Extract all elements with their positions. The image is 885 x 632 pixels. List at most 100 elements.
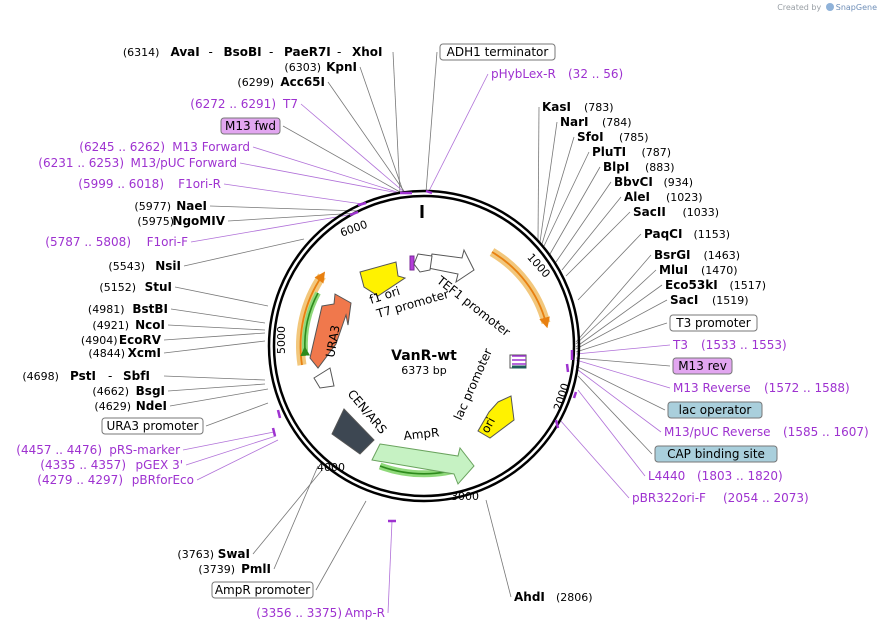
mcs-marks (512, 355, 526, 365)
cut-site-position: (5543) (108, 260, 145, 273)
enzyme-label: XcmI (128, 346, 161, 360)
cen-ars-shape (331, 408, 375, 455)
enzyme-label: XhoI (352, 45, 383, 59)
cut-site-position: (1519) (712, 294, 749, 307)
cut-site-position: (4904) (81, 334, 118, 347)
enzyme-label: PstI (70, 369, 96, 383)
feature-box-label: URA3 promoter (107, 419, 199, 433)
snapgene-logo-icon (825, 3, 834, 11)
cut-site-position: (3763) (177, 548, 214, 561)
enzyme-label: Eco53kI (665, 278, 718, 292)
ampr-shape (371, 443, 475, 485)
enzyme-label: NaeI (176, 199, 207, 213)
cut-site-position: (1153) (694, 228, 731, 241)
site-labels: (6314)AvaI-BsoBI-PaeR7I-XhoIKpnI(6303)Ac… (16, 43, 869, 620)
cut-site-position: (4662) (92, 385, 129, 398)
enzyme-label: NsiI (155, 259, 181, 273)
separator: - (209, 45, 213, 59)
cut-site-position: (5152) (99, 281, 136, 294)
feature-box (211, 581, 314, 599)
separator: - (269, 45, 273, 59)
backbone-inner (272, 194, 576, 498)
enzyme-label: BbvCI (614, 175, 653, 189)
feature-box (220, 117, 281, 135)
enzyme-label: PmlI (241, 562, 271, 576)
cut-site-position: (4844) (88, 347, 125, 360)
primer-position: (4279 .. 4297) (37, 473, 123, 487)
cut-site-position: (784) (602, 116, 632, 129)
credit: Created by SnapGene (777, 3, 877, 12)
plasmid-size: 6373 bp (401, 364, 446, 377)
cut-site-position: (1463) (704, 249, 741, 262)
separator: - (108, 369, 112, 383)
cut-site-position: (1470) (701, 264, 738, 277)
primer-label: pGEX 3' (136, 458, 183, 472)
primer-position: (5787 .. 5808) (45, 235, 131, 249)
enzyme-label: SwaI (218, 547, 250, 561)
enzyme-label: SfoI (577, 130, 604, 144)
cut-site-position: (3739) (198, 563, 235, 576)
enzyme-label: SacI (670, 293, 698, 307)
tick-label: 2000 (551, 382, 572, 413)
enzyme-label: NcoI (135, 318, 165, 332)
ura3-promoter-shape (313, 367, 335, 389)
feature-arcs (296, 248, 551, 478)
primer-label: T7 (282, 97, 298, 111)
enzyme-label: SacII (633, 205, 666, 219)
feature-shapes (309, 248, 527, 485)
primer-position: (6231 .. 6253) (38, 156, 124, 170)
tick-label: 5000 (275, 326, 288, 354)
backbone-outer (267, 189, 581, 503)
enzyme-label: BsgI (136, 384, 165, 398)
f1-ori-shape (359, 261, 407, 297)
feature-box (667, 401, 763, 419)
primer-position: (1585 .. 1607) (783, 425, 869, 439)
leader-lines (163, 51, 671, 614)
enzyme-label: BlpI (603, 160, 629, 174)
tick-label: 4000 (317, 461, 345, 474)
primer-position: (3356 .. 3375) (256, 606, 342, 620)
enzyme-label: Acc65I (280, 75, 325, 89)
primer-label: F1ori-R (178, 177, 221, 191)
primer-label: M13 Forward (172, 140, 250, 154)
cut-site-position: (883) (645, 161, 675, 174)
primer-position: (5999 .. 6018) (78, 177, 164, 191)
enzyme-label: MluI (659, 263, 688, 277)
cut-site-position: (2806) (556, 591, 593, 604)
feature-box-label: M13 rev (678, 359, 727, 373)
primer-position: (6245 .. 6262) (79, 140, 165, 154)
feature-box-label: AmpR promoter (215, 583, 310, 597)
primer-marks (271, 189, 578, 523)
tick-label: 3000 (451, 490, 479, 503)
enzyme-label: BsrGI (654, 248, 691, 262)
enzyme-label: PluTI (592, 145, 626, 159)
primer-label: L4440 (648, 469, 685, 483)
enzyme-label: AleI (624, 190, 650, 204)
cut-site-position: (934) (664, 176, 694, 189)
feature-box-label: M13 fwd (225, 119, 276, 133)
cut-site-position: (6314) (123, 46, 160, 59)
primer-label: pHybLex-R (491, 67, 556, 81)
feature-label: AmpR (403, 425, 440, 443)
enzyme-label: KasI (542, 100, 571, 114)
feature-box (439, 43, 556, 61)
cut-site-position: (1033) (683, 206, 720, 219)
feature-box (654, 445, 778, 463)
primer-label: T3 (672, 338, 688, 352)
enzyme-label: SbfI (123, 369, 150, 383)
cut-site-position: (5977) (134, 200, 171, 213)
primer-label: pRS-marker (109, 443, 180, 457)
enzyme-label: AhdI (514, 590, 545, 604)
primer-label: M13/pUC Reverse (664, 425, 771, 439)
tef1-small-shape (413, 253, 433, 273)
cut-site-position: (6303) (284, 61, 321, 74)
primer-position: (2054 .. 2073) (723, 491, 809, 505)
enzyme-label: NarI (560, 115, 589, 129)
feature-box (669, 314, 758, 332)
ura3-shape (309, 293, 352, 369)
feature-box-label: lac operator (679, 403, 752, 417)
separator: - (337, 45, 341, 59)
cut-site-position: (4629) (94, 400, 131, 413)
primer-position: (1803 .. 1820) (697, 469, 783, 483)
